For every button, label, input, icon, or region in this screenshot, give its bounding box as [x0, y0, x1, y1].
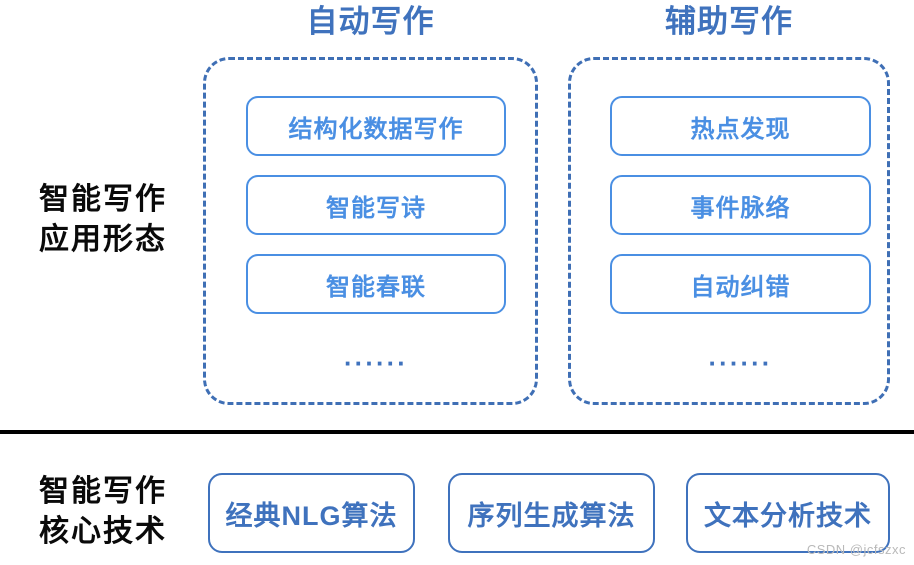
- watermark-text: CSDN @jcfszxc: [806, 542, 906, 557]
- column-title-assisted-writing: 辅助写作: [665, 4, 793, 39]
- tech-box-sequence-generation-algorithm[interactable]: 序列生成算法: [448, 473, 655, 553]
- group-assisted-writing: 热点发现 事件脉络 自动纠错 ······: [568, 57, 890, 405]
- column-title-auto-writing: 自动写作: [306, 4, 435, 39]
- row-label-core-technology-line1: 智能写作: [39, 475, 167, 508]
- item-box-hotspot-discovery[interactable]: 热点发现: [610, 96, 871, 156]
- item-box-auto-correction[interactable]: 自动纠错: [610, 254, 871, 314]
- tech-box-text-analysis-technology[interactable]: 文本分析技术: [686, 473, 890, 553]
- tech-box-classic-nlg-algorithm[interactable]: 经典NLG算法: [208, 473, 415, 553]
- row-label-core-technology: 智能写作 核心技术: [8, 472, 198, 552]
- ellipsis-assisted-writing: ······: [708, 348, 773, 378]
- item-box-event-context[interactable]: 事件脉络: [610, 175, 871, 235]
- row-label-application-forms-line1: 智能写作: [39, 183, 167, 216]
- row-label-application-forms-line2: 应用形态: [39, 223, 167, 256]
- section-divider: [0, 430, 914, 434]
- ellipsis-auto-writing: ······: [344, 348, 408, 378]
- row-label-application-forms: 智能写作 应用形态: [8, 180, 198, 260]
- item-box-intelligent-poetry[interactable]: 智能写诗: [246, 175, 506, 235]
- row-label-core-technology-line2: 核心技术: [39, 515, 167, 548]
- item-box-structured-data-writing[interactable]: 结构化数据写作: [246, 96, 506, 156]
- item-box-intelligent-couplet[interactable]: 智能春联: [246, 254, 506, 314]
- group-auto-writing: 结构化数据写作 智能写诗 智能春联 ······: [203, 57, 538, 405]
